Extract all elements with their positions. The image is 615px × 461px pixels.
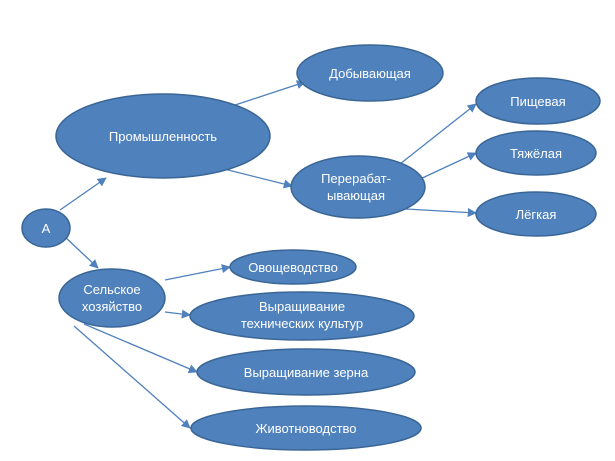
edge-agriculture-livestock xyxy=(73,325,191,429)
edge-agriculture-technical xyxy=(164,309,191,319)
node-industry[interactable]: Промышленность xyxy=(55,93,271,179)
node-processing[interactable]: Перерабат- ывающая xyxy=(290,155,426,219)
node-food[interactable]: Пищевая xyxy=(475,77,601,125)
edge-industry-mining xyxy=(225,80,306,109)
node-light[interactable]: Лёгкая xyxy=(475,191,597,237)
node-agriculture-label-line2: хозяйство xyxy=(82,299,142,314)
node-processing-label-line2: ывающая xyxy=(327,188,385,203)
edge-processing-light xyxy=(405,207,477,218)
node-mining[interactable]: Добывающая xyxy=(296,44,444,102)
edge-a-industry xyxy=(59,177,107,211)
node-a-label: А xyxy=(42,221,51,236)
node-vegetables[interactable]: Овощеводство xyxy=(229,249,357,285)
node-a[interactable]: А xyxy=(21,208,71,248)
node-industry-label: Промышленность xyxy=(109,129,217,144)
node-technical-crops-label-line2: технических культур xyxy=(241,316,363,331)
node-agriculture-label-line1: Сельское xyxy=(83,282,140,297)
edge-a-agriculture xyxy=(63,235,99,269)
node-light-label: Лёгкая xyxy=(516,207,557,222)
edge-processing-food xyxy=(399,103,477,165)
node-grain[interactable]: Выращивание зерна xyxy=(196,348,416,396)
edge-processing-heavy xyxy=(417,152,477,181)
node-livestock-label: Животноводство xyxy=(255,421,356,436)
node-mining-label: Добывающая xyxy=(329,66,411,81)
node-technical-crops-label-line1: Выращивание xyxy=(259,299,345,314)
node-heavy[interactable]: Тяжёлая xyxy=(475,130,597,176)
node-processing-label-line1: Перерабат- xyxy=(321,171,391,186)
node-livestock[interactable]: Животноводство xyxy=(190,405,422,451)
node-agriculture[interactable]: Сельское хозяйство xyxy=(58,268,166,328)
edges xyxy=(59,80,477,429)
node-grain-label: Выращивание зерна xyxy=(244,365,369,380)
node-vegetables-label: Овощеводство xyxy=(248,260,338,275)
node-technical-crops[interactable]: Выращивание технических культур xyxy=(189,291,415,341)
edge-agriculture-vegetables xyxy=(164,264,231,281)
edge-industry-processing xyxy=(219,167,293,189)
node-heavy-label: Тяжёлая xyxy=(510,146,562,161)
edge-agriculture-grain xyxy=(83,323,198,373)
node-food-label: Пищевая xyxy=(510,94,565,109)
